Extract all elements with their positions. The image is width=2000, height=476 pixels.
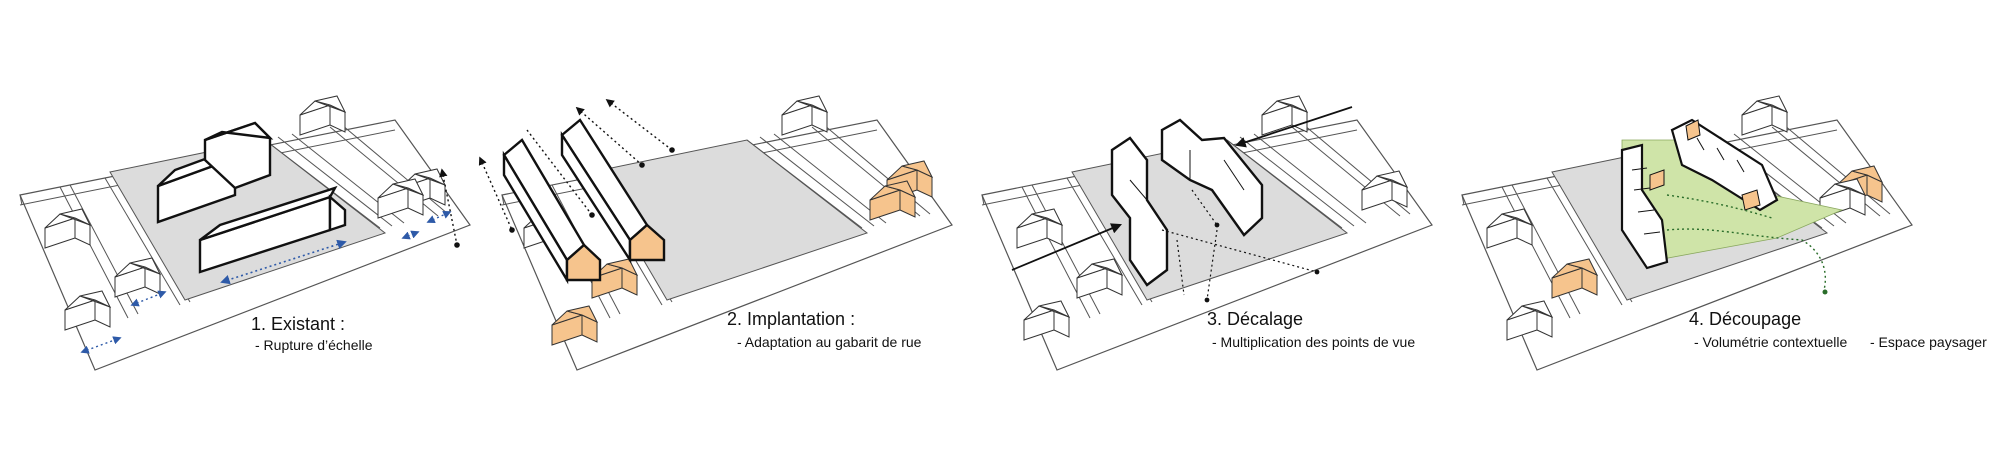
existing-block-u <box>156 121 274 224</box>
panel-2-title: 2. Implantation : <box>727 309 855 329</box>
panel-4-caption-1: - Volumétrie contextuelle <box>1694 334 1848 350</box>
staggered-building-right <box>1160 118 1264 237</box>
panel-3-title: 3. Décalage <box>1207 309 1303 329</box>
panel-4-caption-2: - Espace paysager <box>1870 334 1987 350</box>
cut-volumes <box>1620 118 1779 270</box>
panel-3-caption: - Multiplication des points de vue <box>1212 334 1415 350</box>
panel-1-title: 1. Existant : <box>251 314 345 334</box>
panel-3: 3. Décalage - Multiplication des points … <box>981 95 1433 371</box>
panel-1-caption: - Rupture d’échelle <box>255 337 373 353</box>
panel-4: 4. Découpage - Volumétrie contextuelle -… <box>1461 95 1987 371</box>
panel-1: 1. Existant : - Rupture d’échelle <box>19 95 471 371</box>
panel-2: 2. Implantation : - Adaptation au gabari… <box>439 95 953 371</box>
staggered-building-left <box>1110 136 1169 287</box>
bar-building-1 <box>502 138 602 285</box>
panel-2-caption: - Adaptation au gabarit de rue <box>737 334 922 350</box>
panel-4-title: 4. Découpage <box>1689 309 1801 329</box>
